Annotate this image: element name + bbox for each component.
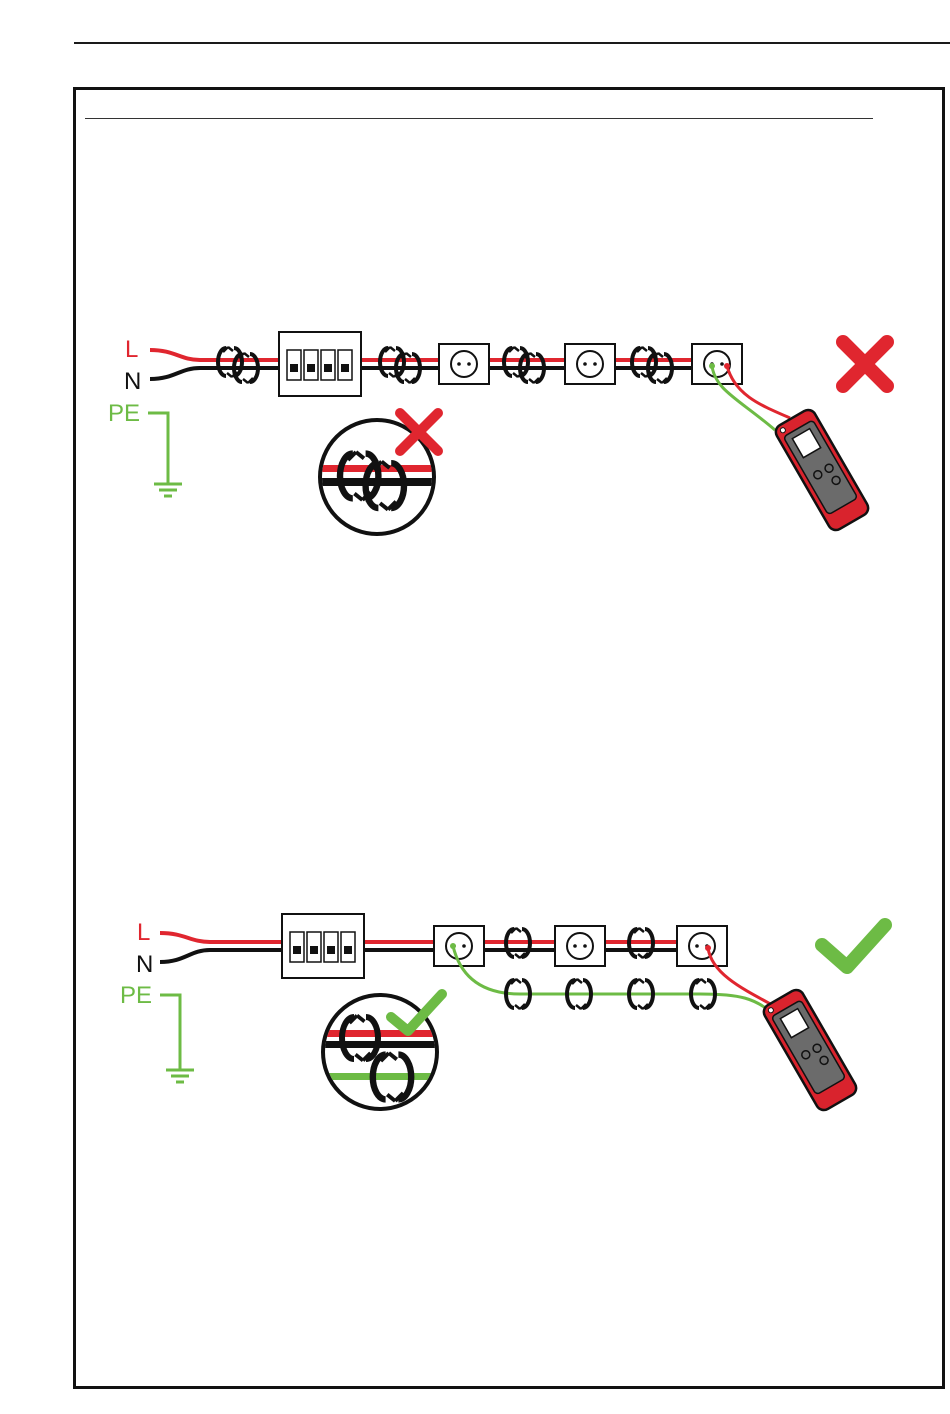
inset-detail-wrong (318, 413, 438, 534)
diagram-right: L N PE (120, 914, 885, 1113)
earth-conductor (160, 995, 180, 1048)
ground-icon (154, 462, 182, 496)
clamp-icon (504, 347, 544, 383)
diagram-wrong: L N PE (108, 332, 887, 534)
cross-icon (843, 342, 887, 386)
label-earth: PE (120, 982, 152, 1009)
inset-detail-right (320, 994, 442, 1109)
label-earth: PE (108, 400, 140, 427)
ground-icon (166, 1048, 194, 1082)
clamp-icon (218, 347, 258, 383)
label-neutral: N (136, 951, 153, 978)
socket-icon (555, 926, 605, 966)
check-icon (822, 925, 885, 967)
socket-icon (439, 344, 489, 384)
tester-device (761, 987, 859, 1113)
earth-conductor (148, 413, 168, 462)
label-neutral: N (124, 368, 141, 395)
socket-icon (677, 926, 727, 966)
label-line: L (137, 919, 150, 946)
label-line: L (125, 336, 138, 363)
clamp-icon (632, 347, 672, 383)
breaker-panel (279, 332, 361, 396)
socket-icon (565, 344, 615, 384)
clamp-icon (380, 347, 420, 383)
tester-device (773, 407, 871, 533)
breaker-panel (282, 914, 364, 978)
